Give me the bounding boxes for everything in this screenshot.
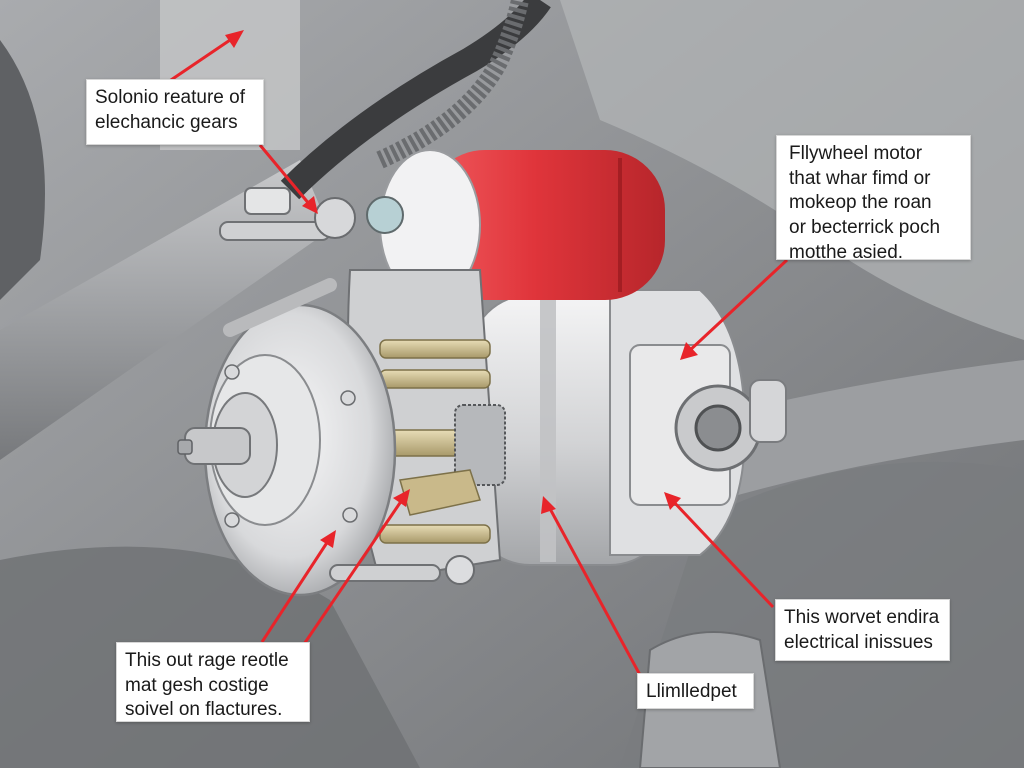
front-shaft [184, 427, 251, 465]
black-cable [280, 0, 551, 200]
pinion-gear [454, 404, 506, 486]
bottom-connector [329, 564, 441, 582]
callout-line: mokeop the roan [789, 192, 932, 214]
arrow-limited [541, 496, 642, 676]
callout-line: or becterrick poch [789, 217, 941, 239]
terminal-post [244, 187, 291, 215]
arrow-electrical [664, 492, 775, 609]
motor-body-band [540, 300, 556, 562]
bottom-nut [445, 555, 475, 585]
callout-line: Solonio reature of [95, 87, 245, 108]
pointer-arrows [167, 30, 789, 676]
arrow-solenoid-terminal [258, 144, 318, 214]
callout-line: This out rage reotle [125, 650, 289, 671]
callout-limited: Llimlledpet [637, 673, 754, 709]
callout-electrical-issues: This worvet endira electrical inissues [775, 599, 950, 661]
rear-terminal-inner [694, 404, 742, 452]
right-pipe [700, 360, 1024, 500]
corrugated-cable [376, 0, 529, 169]
terminal-nut [314, 197, 356, 239]
solenoid-cylinder [425, 150, 665, 300]
callout-line: elechancic gears [95, 111, 238, 133]
callout-line: soivel on flactures. [125, 699, 283, 721]
arrow-flywheel [680, 258, 789, 360]
callout-line: Llimlledpet [646, 681, 737, 702]
front-shaft-tip [177, 439, 193, 455]
callout-line: Fllywheel motor [789, 143, 923, 164]
callout-outrage-fractures: This out rage reotle mat gesh costige so… [116, 642, 310, 722]
arrow-outrage-flange [260, 530, 336, 643]
arrow-outrage-gear [298, 489, 410, 651]
callout-line: electrical inissues [784, 631, 933, 653]
terminal-nut-small [366, 196, 404, 234]
connector-rod [219, 221, 331, 241]
callout-line: that whar fimd or [789, 167, 931, 189]
callout-solenoid-gears: Solonio reature of elechancic gears [86, 79, 264, 145]
callout-line: mat gesh costige [125, 674, 269, 696]
arrow-solenoid-top [167, 30, 244, 84]
flange-bolts [224, 364, 358, 528]
left-hose [0, 40, 45, 300]
callout-line: This worvet endira [784, 607, 940, 628]
callout-flywheel-motor: Fllywheel motor that whar fimd or mokeop… [776, 135, 971, 263]
rear-stud [749, 379, 787, 443]
callout-line: motthe asied. [789, 241, 904, 263]
lower-connector-rod [223, 278, 337, 337]
